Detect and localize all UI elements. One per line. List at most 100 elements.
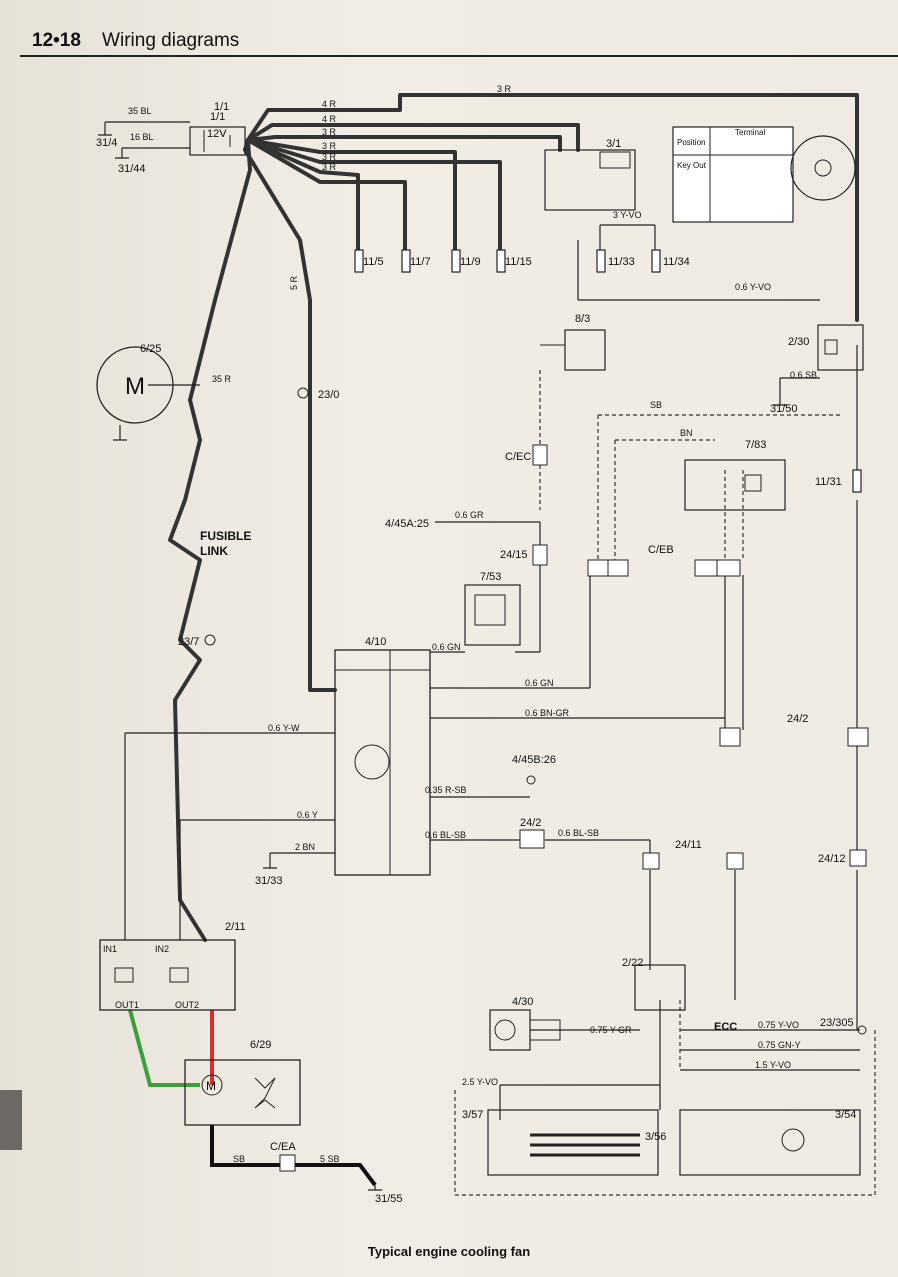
header-rule bbox=[20, 55, 898, 57]
label-16bl: 16 BL bbox=[130, 132, 154, 142]
label-key-out: Key Out bbox=[677, 161, 707, 170]
label-fuse-11-7: 11/7 bbox=[410, 256, 431, 268]
fuses bbox=[354, 249, 862, 493]
label-2-11: 2/11 bbox=[225, 921, 246, 933]
label-11-31: 11/31 bbox=[815, 476, 842, 488]
label-3-1: 3/1 bbox=[606, 138, 621, 150]
label-075ygr: 0.75 Y-GR bbox=[590, 1025, 632, 1035]
label-24-11: 24/11 bbox=[675, 839, 702, 851]
label-3r-d: 3 R bbox=[322, 162, 337, 172]
connector-24-12 bbox=[849, 849, 867, 867]
label-3-57: 3/57 bbox=[462, 1109, 483, 1121]
label-06gn: 0.6 GN bbox=[432, 642, 461, 652]
label-06blsb: 0.6 BL-SB bbox=[425, 830, 466, 840]
green-wire bbox=[128, 1009, 200, 1087]
label-c-ea: C/EA bbox=[270, 1141, 296, 1153]
label-4-45b: 4/45B:26 bbox=[512, 754, 556, 766]
connector-24-11 bbox=[642, 852, 744, 870]
splice-23-305 bbox=[857, 1025, 867, 1035]
label-fuse-11-34: 11/34 bbox=[663, 256, 690, 268]
label-4-10: 4/10 bbox=[365, 636, 386, 648]
section-title: Wiring diagrams bbox=[102, 30, 240, 51]
relay-2-22 bbox=[634, 964, 686, 1011]
label-3yvo: 3 Y-VO bbox=[613, 210, 642, 220]
label-4r-b: 4 R bbox=[322, 114, 337, 124]
ignition-switch-3-1 bbox=[544, 126, 856, 223]
label-6-25: 6/25 bbox=[140, 343, 161, 355]
label-24-12: 24/12 bbox=[818, 853, 846, 865]
module-4-30 bbox=[489, 1009, 561, 1051]
thin-wires bbox=[105, 121, 860, 1120]
label-bn: BN bbox=[680, 428, 693, 438]
label-7-53: 7/53 bbox=[480, 571, 501, 583]
ground-symbols bbox=[98, 122, 787, 1191]
label-5r-a: 5 R bbox=[289, 275, 299, 290]
connector-4-45b bbox=[526, 775, 536, 785]
label-in1: IN1 bbox=[103, 944, 117, 954]
relay-2-30 bbox=[817, 324, 864, 371]
connector-c-ec bbox=[532, 444, 548, 466]
label-23-305: 23/305 bbox=[820, 1017, 854, 1029]
label-06sb: 0.6 SB bbox=[790, 370, 817, 380]
label-24-2b: 24/2 bbox=[520, 817, 541, 829]
label-06yw: 0.6 Y-W bbox=[268, 723, 300, 733]
label-out2: OUT2 bbox=[175, 1000, 199, 1010]
battery-voltage: 12V bbox=[207, 128, 227, 140]
connector-29 bbox=[519, 829, 545, 849]
label-7-83: 7/83 bbox=[745, 439, 766, 451]
connector-c-ea bbox=[279, 1154, 296, 1172]
label-4-45a: 4/45A:25 bbox=[385, 518, 429, 530]
page-number: 12•18 bbox=[32, 30, 81, 51]
label-2bn: 2 BN bbox=[295, 842, 315, 852]
connector-24-15 bbox=[532, 544, 548, 566]
label-position: Position bbox=[677, 138, 705, 147]
label-terminal: Terminal bbox=[735, 128, 765, 137]
battery-label: 1/1 bbox=[210, 111, 225, 123]
label-3r-b: 3 R bbox=[322, 141, 337, 151]
label-fusible: FUSIBLE bbox=[200, 529, 251, 543]
label-31-55: 31/55 bbox=[375, 1193, 403, 1205]
label-fuse-11-15: 11/15 bbox=[505, 256, 532, 268]
figure-caption: Typical engine cooling fan bbox=[367, 1244, 531, 1259]
label-link: LINK bbox=[200, 544, 228, 558]
label-035rsb: 0.35 R-SB bbox=[425, 785, 467, 795]
label-3r-c: 3 R bbox=[322, 152, 337, 162]
label-2-30: 2/30 bbox=[788, 336, 809, 348]
label-4-30: 4/30 bbox=[512, 996, 533, 1008]
label-06blsb-b: 0.6 BL-SB bbox=[558, 828, 599, 838]
splice-23-0 bbox=[297, 387, 309, 399]
control-module-4-10 bbox=[334, 649, 431, 876]
label-06gn-b: 0.6 GN bbox=[525, 678, 554, 688]
label-075yvo: 0.75 Y-VO bbox=[758, 1020, 799, 1030]
label-5sb: 5 SB bbox=[320, 1154, 340, 1164]
label-15yvo: 1.5 Y-VO bbox=[755, 1060, 791, 1070]
fan-motor-symbol: M bbox=[206, 1079, 216, 1093]
label-6-29: 6/29 bbox=[250, 1039, 271, 1051]
label-8-3: 8/3 bbox=[575, 313, 590, 325]
label-battery: 1/1 bbox=[214, 101, 229, 113]
connector-c-eb bbox=[587, 559, 741, 577]
dashed-wires bbox=[454, 370, 876, 1196]
label-31-50: 31/50 bbox=[770, 403, 798, 415]
label-ecc: ECC bbox=[714, 1021, 737, 1033]
label-35bl: 35 BL bbox=[128, 106, 152, 116]
label-2-22: 2/22 bbox=[622, 957, 643, 969]
switch-8-3 bbox=[540, 329, 606, 371]
label-out1: OUT1 bbox=[115, 1000, 139, 1010]
label-06bngr: 0.6 BN-GR bbox=[525, 708, 570, 718]
motor-6-25: M bbox=[96, 346, 174, 424]
label-075gny: 0.75 GN-Y bbox=[758, 1040, 801, 1050]
pressure-switch-7-53 bbox=[464, 584, 521, 646]
label-in2: IN2 bbox=[155, 944, 169, 954]
label-sb-b: SB bbox=[233, 1154, 245, 1164]
relay-7-83 bbox=[684, 459, 786, 511]
label-25yvo: 2.5 Y-VO bbox=[462, 1077, 498, 1087]
label-23-7: 23/7 bbox=[178, 636, 199, 648]
page-header: 12•18 Wiring diagrams bbox=[32, 30, 239, 52]
label-3r-a: 3 R bbox=[322, 127, 337, 137]
battery-1-1: 1/1 12V bbox=[189, 111, 246, 156]
label-sb: SB bbox=[650, 400, 662, 410]
label-c-eb: C/EB bbox=[648, 544, 674, 556]
